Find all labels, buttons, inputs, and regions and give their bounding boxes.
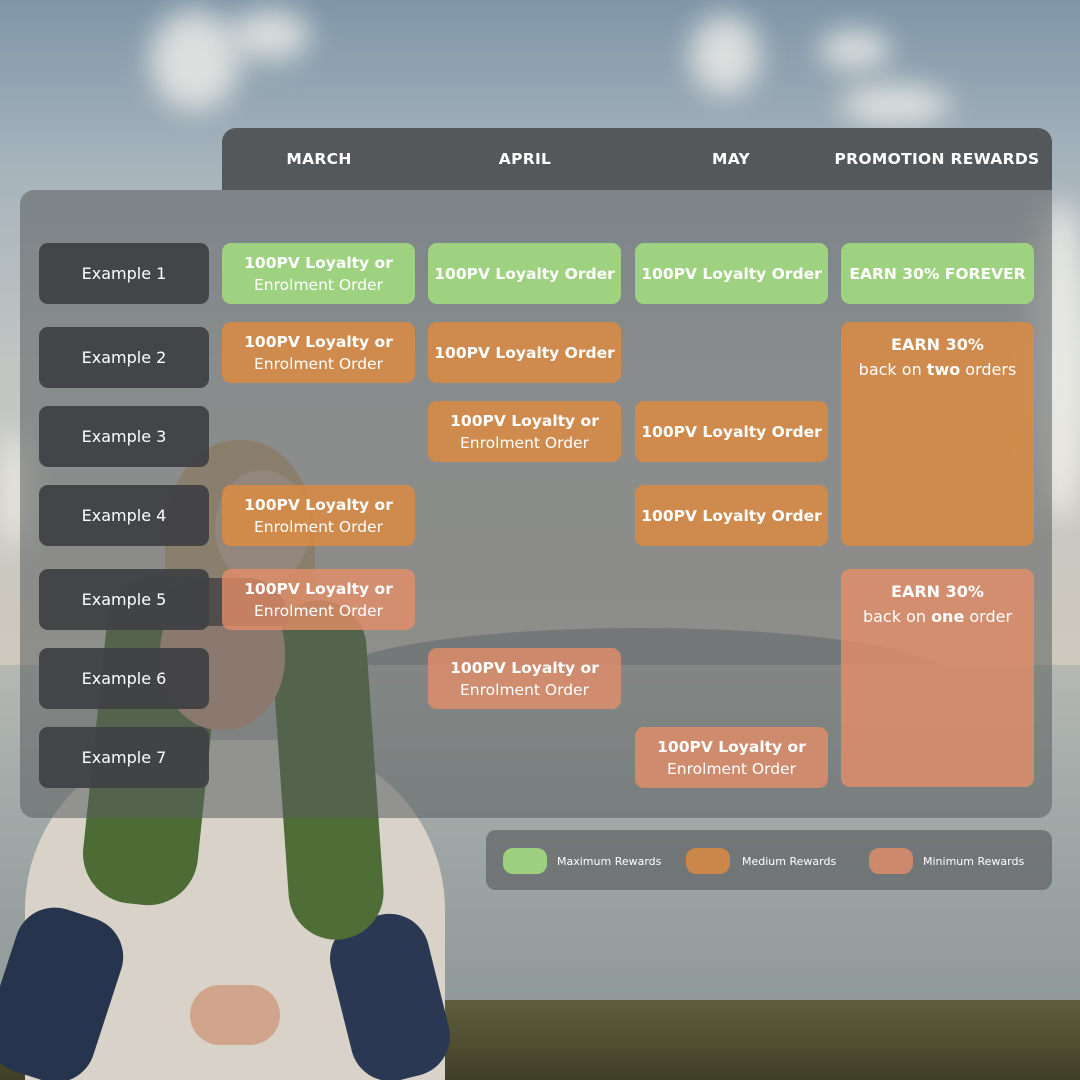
cell-line-1: EARN 30% FOREVER [849, 264, 1026, 283]
clasped-hands [190, 985, 280, 1045]
reward-minimum-one-order: EARN 30% back on one order [841, 569, 1034, 787]
row-label-example-7: Example 7 [39, 727, 209, 788]
cloud [230, 10, 310, 60]
row-label-example-6: Example 6 [39, 648, 209, 709]
column-header-bar [222, 128, 1052, 190]
cell-line-1: 100PV Loyalty or [244, 495, 393, 514]
reward-title: EARN 30% [891, 335, 984, 354]
cloud [840, 85, 950, 125]
cell-example-3-april: 100PV Loyalty or Enrolment Order [428, 401, 621, 462]
row-label-example-2: Example 2 [39, 327, 209, 388]
cell-example-7-may: 100PV Loyalty or Enrolment Order [635, 727, 828, 788]
column-header-promotion-rewards: PROMOTION REWARDS [834, 150, 1040, 168]
reward-medium-two-orders: EARN 30% back on two orders [841, 322, 1034, 546]
cloud [690, 15, 760, 95]
cell-line-2: Enrolment Order [254, 354, 383, 373]
cell-line-1: 100PV Loyalty Order [434, 264, 615, 283]
reward-sub-bold: one [931, 607, 965, 626]
legend-swatch-minimum [869, 848, 913, 874]
cell-line-1: 100PV Loyalty or [244, 579, 393, 598]
cloud [150, 10, 240, 110]
reward-sub-post: order [964, 607, 1013, 626]
cell-example-3-may: 100PV Loyalty Order [635, 401, 828, 462]
cell-example-1-march: 100PV Loyalty or Enrolment Order [222, 243, 415, 304]
cell-example-1-may: 100PV Loyalty Order [635, 243, 828, 304]
cell-line-1: 100PV Loyalty Order [641, 506, 822, 525]
cell-line-1: 100PV Loyalty Order [641, 264, 822, 283]
legend-label-maximum: Maximum Rewards [557, 855, 662, 868]
cloud [820, 30, 890, 70]
reward-title: EARN 30% [891, 582, 984, 601]
cell-example-1-april: 100PV Loyalty Order [428, 243, 621, 304]
cell-example-1-reward: EARN 30% FOREVER [841, 243, 1034, 304]
legend-label-medium: Medium Rewards [742, 855, 837, 868]
cell-line-2: Enrolment Order [254, 517, 383, 536]
cell-line-2: Enrolment Order [254, 275, 383, 294]
cell-line-1: 100PV Loyalty or [450, 658, 599, 677]
cell-example-4-march: 100PV Loyalty or Enrolment Order [222, 485, 415, 546]
reward-sub-pre: back on [858, 360, 927, 379]
reward-sub-bold: two [926, 360, 961, 379]
column-header-may: MAY [711, 150, 751, 168]
cell-line-1: 100PV Loyalty or [244, 332, 393, 351]
reward-subtitle: back on one order [841, 604, 1034, 629]
cell-example-5-march: 100PV Loyalty or Enrolment Order [222, 569, 415, 630]
row-label-example-4: Example 4 [39, 485, 209, 546]
row-label-example-1: Example 1 [39, 243, 209, 304]
row-label-example-5: Example 5 [39, 569, 209, 630]
cell-line-2: Enrolment Order [460, 433, 589, 452]
row-label-example-3: Example 3 [39, 406, 209, 467]
cell-line-1: 100PV Loyalty Order [434, 343, 615, 362]
cell-line-1: 100PV Loyalty Order [641, 422, 822, 441]
cell-line-2: Enrolment Order [460, 680, 589, 699]
cell-example-2-march: 100PV Loyalty or Enrolment Order [222, 322, 415, 383]
reward-sub-post: orders [960, 360, 1017, 379]
reward-sub-pre: back on [862, 607, 932, 626]
legend-label-minimum: Minimum Rewards [923, 855, 1025, 868]
cell-line-1: 100PV Loyalty or [244, 253, 393, 272]
cell-line-2: Enrolment Order [667, 759, 796, 778]
cell-example-2-april: 100PV Loyalty Order [428, 322, 621, 383]
legend [486, 830, 1052, 890]
reward-subtitle: back on two orders [841, 357, 1034, 382]
cell-example-6-april: 100PV Loyalty or Enrolment Order [428, 648, 621, 709]
legend-swatch-medium [686, 848, 730, 874]
cell-line-1: 100PV Loyalty or [450, 411, 599, 430]
cell-line-2: Enrolment Order [254, 601, 383, 620]
column-header-march: MARCH [286, 150, 352, 168]
cell-line-1: 100PV Loyalty or [657, 737, 806, 756]
legend-swatch-maximum [503, 848, 547, 874]
cell-example-4-may: 100PV Loyalty Order [635, 485, 828, 546]
column-header-april: APRIL [498, 150, 552, 168]
